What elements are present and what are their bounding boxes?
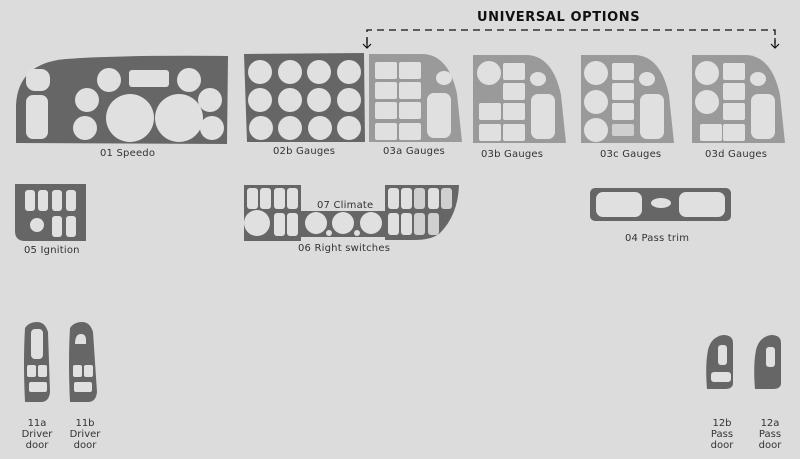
part-06-right-switches[interactable] [244,185,460,241]
part-03d-gauges[interactable] [692,55,786,145]
part-11a-driver-door[interactable] [23,322,51,404]
part-03b-gauges[interactable] [473,55,567,145]
part-03c-gauges[interactable] [581,55,675,145]
label-12a-pass-door: 12a Pass door [750,418,790,451]
label-05-ignition: 05 Ignition [24,245,80,256]
part-04-pass-trim[interactable] [590,188,732,221]
label-12b-line3: door [710,440,734,451]
label-12a-line2: Pass [758,429,782,440]
part-07-climate[interactable] [301,211,385,237]
part-05-ignition[interactable] [15,184,87,242]
label-12b-pass-door: 12b Pass door [702,418,742,451]
label-11a-line2: Driver [21,429,53,440]
label-03b-gauges: 03b Gauges [481,149,544,160]
label-11b-line2: Driver [69,429,101,440]
label-03a-gauges: 03a Gauges [383,146,445,157]
label-01-speedo: 01 Speedo [100,148,156,159]
label-02b-gauges: 02b Gauges [273,146,336,157]
part-11b-driver-door[interactable] [68,322,98,404]
label-11b-driver-door: 11b Driver door [65,418,105,451]
label-12b-line2: Pass [710,429,734,440]
label-07-climate: 07 Climate [317,200,374,211]
label-11b-line1: 11b [75,418,95,429]
label-11b-line3: door [73,440,97,451]
label-11a-line1: 11a [27,418,47,429]
label-03d-gauges: 03d Gauges [705,149,768,160]
label-12a-line1: 12a [760,418,780,429]
label-11a-line3: door [25,440,49,451]
part-12a-pass-door[interactable] [753,335,783,391]
part-03a-gauges[interactable] [369,54,463,144]
label-12b-line1: 12b [712,418,732,429]
part-01-speedo[interactable] [16,55,230,145]
label-12a-line3: door [758,440,782,451]
label-03c-gauges: 03c Gauges [600,149,662,160]
part-12b-pass-door[interactable] [705,335,735,391]
label-04-pass-trim: 04 Pass trim [625,233,690,244]
universal-options-title: UNIVERSAL OPTIONS [477,10,641,25]
part-02b-gauges[interactable] [244,53,366,143]
universal-options-bracket [362,29,780,49]
label-06-right-switches: 06 Right switches [298,243,391,254]
label-11a-driver-door: 11a Driver door [17,418,57,451]
